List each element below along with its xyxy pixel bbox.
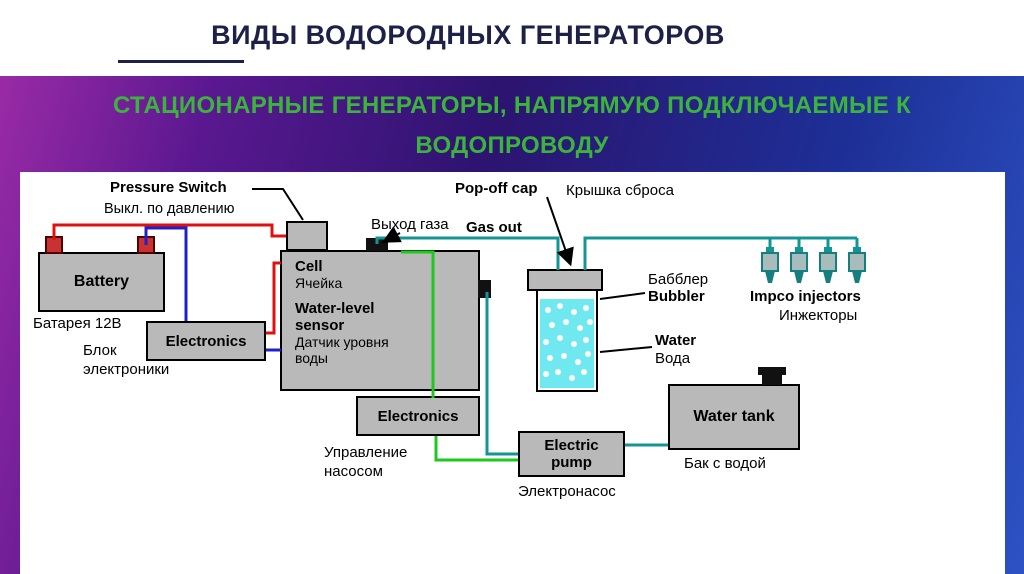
title-bar: ВИДЫ ВОДОРОДНЫХ ГЕНЕРАТОРОВ [0,0,1024,76]
electric-pump-box: Electric pump [518,431,625,477]
bubbler-caption-ru: Бабблер [648,271,709,288]
water-label: Water [655,332,697,349]
electric-pump-caption-ru: Электронасос [518,483,616,500]
injectors-label: Impco injectors [750,288,861,305]
water-level-sensor-label: Water-level sensor [295,300,375,334]
gas-out-label: Gas out [466,219,522,236]
pop-off-cap-label: Pop-off cap [455,180,538,197]
electronics-caption-ru-line1: Блок [83,342,117,359]
subtitle-line-2: ВОДОПРОВОДУ [415,132,609,159]
electronics-caption-ru-line2: электроники [83,361,170,378]
electronics-caption-ru: Блок электроники [83,341,169,379]
gas-out-caption-ru: Выход газа [371,216,449,233]
pump-electronics-caption-ru-line1: Управление [324,444,408,461]
electronics-main-box: Electronics [146,321,266,361]
slide-subtitle: СТАЦИОНАРНЫЕ ГЕНЕРАТОРЫ, НАПРЯМУЮ ПОДКЛЮ… [0,86,1024,166]
water-tank-caption-ru: Бак с водой [684,455,766,472]
pump-electronics-caption-ru-line2: насосом [324,463,383,480]
injectors-caption-ru: Инжекторы [779,307,858,324]
pressure-switch-caption-ru: Выкл. по давлению [104,201,235,217]
pop-off-cap-caption-ru: Крышка сброса [566,182,674,199]
battery-box: Battery [38,252,165,312]
pressure-switch-label: Pressure Switch [110,179,227,196]
water-caption-ru: Вода [655,350,691,367]
cell-label: Cell [295,258,323,275]
battery-caption-ru: Батарея 12В [33,315,122,332]
pump-electronics-caption-ru: Управление насосом [324,443,407,481]
slide-title: ВИДЫ ВОДОРОДНЫХ ГЕНЕРАТОРОВ [211,20,725,50]
water-tank-box: Water tank [668,384,800,450]
title-underline [118,60,244,63]
cell-caption-ru: Ячейка [295,275,343,291]
pump-electronics-box: Electronics [356,396,480,436]
pressure-switch-box [286,221,328,251]
subtitle-line-1: СТАЦИОНАРНЫЕ ГЕНЕРАТОРЫ, НАПРЯМУЮ ПОДКЛЮ… [112,92,912,119]
cell-box: Cell Ячейка Water-level sensor Датчик ур… [280,250,480,391]
water-level-sensor-caption-ru: Датчик уровня воды [295,334,389,366]
bubbler-label: Bubbler [648,288,705,305]
electric-pump-label: Electric pump [544,437,599,471]
